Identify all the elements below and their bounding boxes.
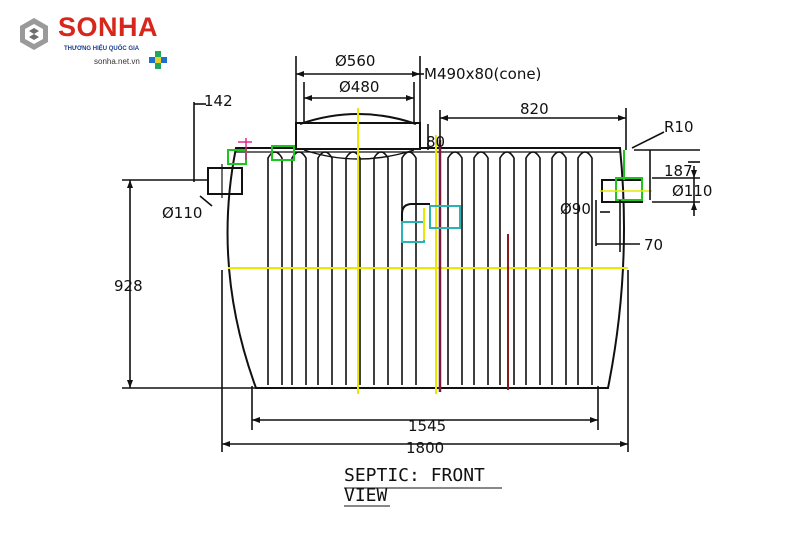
dim-inlet-diameter: Ø110 [162, 204, 202, 222]
dimension-arrowheads [127, 71, 697, 447]
sonha-logo: SONHA THƯƠNG HIỆU QUỐC GIA sonha.net.vn [14, 12, 184, 74]
dimension-lines [122, 56, 700, 452]
caption-line-2: VIEW [344, 485, 388, 506]
internal-elbow-fitting [401, 203, 461, 243]
brand-website: sonha.net.vn [94, 57, 140, 66]
dim-right-span: 820 [520, 100, 549, 118]
dim-manhole-inner: Ø480 [339, 78, 379, 96]
dim-pipe-length: 70 [644, 236, 663, 254]
dim-outlet-offset: 187 [664, 162, 693, 180]
centerlines [228, 108, 628, 394]
dim-total-length: 1800 [406, 439, 444, 457]
national-brand-badge-icon [149, 51, 167, 69]
dim-height: 928 [114, 277, 143, 295]
dim-inlet-offset: 142 [204, 92, 233, 110]
brand-name: SONHA [58, 12, 159, 42]
dim-pipe-diameter: Ø90 [560, 200, 591, 218]
dim-cone: M490x80(cone) [424, 65, 541, 83]
outlet-pipe [600, 150, 652, 203]
brand-tagline: THƯƠNG HIỆU QUỐC GIA [64, 46, 140, 52]
dim-manhole-outer: Ø560 [335, 52, 375, 70]
dim-outlet-diameter: Ø110 [672, 182, 712, 200]
caption-line-1: SEPTIC: FRONT [344, 465, 485, 486]
dim-cone-height: 80 [426, 133, 445, 151]
dim-base-length: 1545 [408, 417, 446, 435]
inlet-pipe [207, 138, 295, 198]
sonha-hexagon-logo-icon [20, 18, 48, 50]
dim-radius: R10 [664, 118, 694, 136]
